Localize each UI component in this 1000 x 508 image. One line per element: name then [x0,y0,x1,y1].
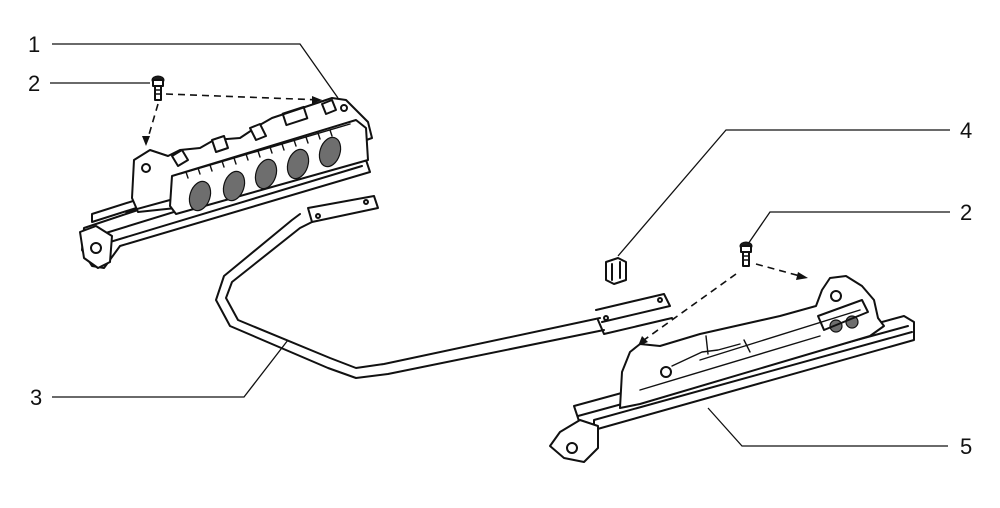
left-seat-rail [79,97,373,269]
right-rail-mechanism [639,290,869,391]
right-seat-rail [549,275,915,463]
callout-2-right: 2 [960,200,973,225]
clip [605,257,627,285]
right-bolt [739,241,753,267]
callout-1: 1 [28,32,41,57]
callout-3: 3 [30,385,43,410]
left-bolt [151,75,165,101]
left-rail-oval-holes [188,136,342,212]
callout-4: 4 [960,118,973,143]
leader-lines [50,43,950,447]
tie-bar [215,195,673,379]
callout-5: 5 [960,434,973,459]
callout-2-left: 2 [28,71,41,96]
left-rail-teeth [179,123,351,179]
